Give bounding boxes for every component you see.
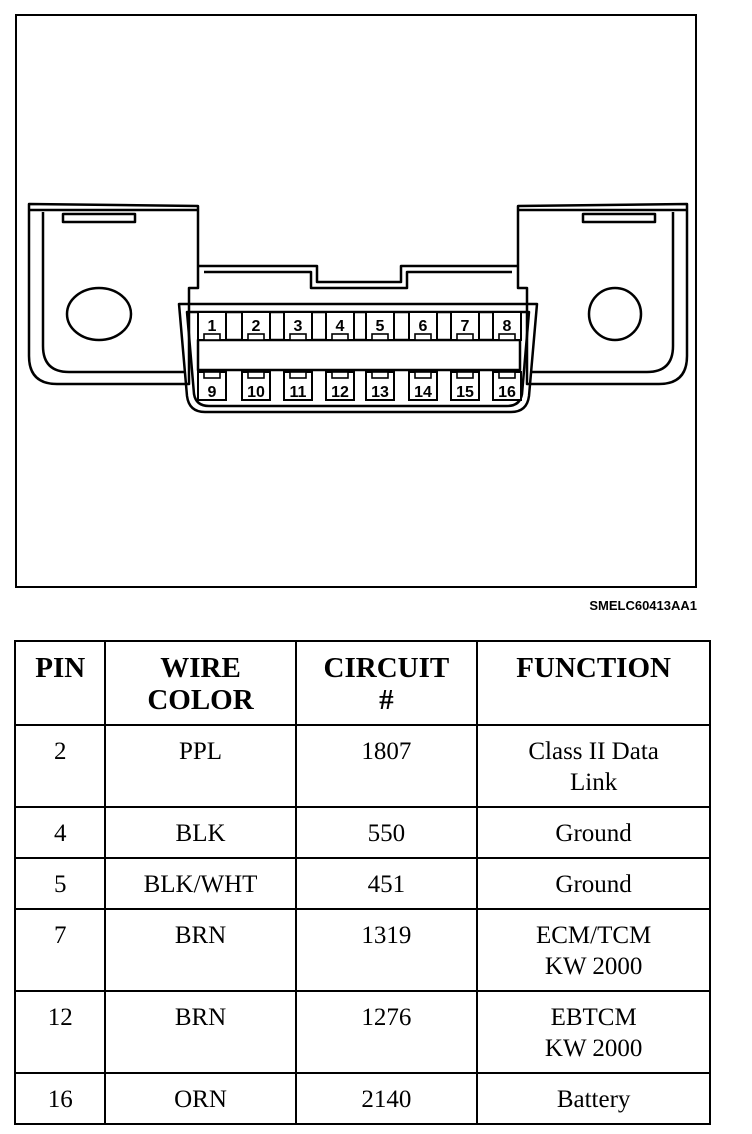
cell-circuit: 1276 [294, 990, 479, 1074]
connector-body-right-outline [516, 202, 689, 386]
pin-terminal-10: 10 [241, 371, 271, 401]
cell-pin: 2 [13, 724, 107, 808]
cell-pin: 4 [13, 806, 107, 859]
cell-wire: BRN [104, 908, 297, 992]
pin-label: 7 [461, 318, 470, 335]
cell-function: Ground [476, 857, 711, 910]
pin-terminal-15: 15 [450, 371, 480, 401]
pin-label: 11 [290, 384, 307, 401]
pin-terminal-13: 13 [365, 371, 395, 401]
cell-pin: 16 [13, 1072, 107, 1125]
pin-terminal-14: 14 [408, 371, 438, 401]
cell-circuit: 550 [294, 806, 479, 859]
pin-label: 16 [498, 384, 516, 401]
right-latch-slot [581, 212, 657, 224]
cell-wire: PPL [104, 724, 297, 808]
right-mount-hole [587, 286, 643, 342]
pin-terminal-7: 7 [450, 311, 480, 341]
cell-circuit: 451 [294, 857, 479, 910]
plug-top-outline [198, 264, 518, 284]
cell-circuit: 2140 [294, 1072, 479, 1125]
cell-circuit: 1319 [294, 908, 479, 992]
pin-terminal-11: 11 [283, 371, 313, 401]
table-row: 5 BLK/WHT 451 Ground [13, 857, 711, 910]
table-row: 16 ORN 2140 Battery [13, 1072, 711, 1125]
pin-label: 15 [456, 384, 474, 401]
pin-terminal-2: 2 [241, 311, 271, 341]
pin-label: 12 [331, 384, 349, 401]
pin-terminal-9: 9 [197, 371, 227, 401]
cell-wire: BLK/WHT [104, 857, 297, 910]
pin-label: 1 [208, 318, 217, 335]
header-pin: PIN [13, 640, 107, 726]
pin-terminal-1: 1 [197, 311, 227, 341]
pin-terminal-16: 16 [492, 371, 522, 401]
cell-pin: 7 [13, 908, 107, 992]
left-latch-slot [61, 212, 137, 224]
pin-label: 3 [294, 318, 303, 335]
pin-label: 4 [336, 318, 345, 335]
cell-pin: 12 [13, 990, 107, 1074]
figure-code: SMELC60413AA1 [589, 598, 697, 613]
connector-body-outline [27, 202, 200, 386]
pin-label: 2 [252, 318, 261, 335]
cell-circuit: 1807 [294, 724, 479, 808]
right-ear-inner [531, 212, 675, 374]
cell-function: Ground [476, 806, 711, 859]
pin-terminal-3: 3 [283, 311, 313, 341]
cell-pin: 5 [13, 857, 107, 910]
pin-terminal-12: 12 [325, 371, 355, 401]
pin-row-bottom: 9 10 11 12 13 14 15 16 [197, 371, 522, 401]
pin-label: 13 [371, 384, 389, 401]
pin-terminal-5: 5 [365, 311, 395, 341]
pin-housing-outline [177, 302, 539, 414]
pin-label: 14 [414, 384, 432, 401]
pin-label: 8 [503, 318, 512, 335]
pin-label: 10 [247, 384, 265, 401]
cell-wire: BLK [104, 806, 297, 859]
header-circuit: CIRCUIT# [294, 640, 479, 726]
pin-label: 9 [208, 384, 217, 401]
left-ear-inner [41, 212, 185, 374]
pin-row-top: 1 2 3 4 5 6 7 8 [197, 311, 522, 341]
table-row: 4 BLK 550 Ground [13, 806, 711, 859]
pin-terminal-8: 8 [492, 311, 522, 341]
pin-label: 5 [376, 318, 385, 335]
header-function: FUNCTION [476, 640, 711, 726]
pin-divider-bar [196, 338, 522, 372]
plug-top-inner [204, 270, 512, 290]
pin-terminal-6: 6 [408, 311, 438, 341]
left-mount-hole [65, 286, 133, 342]
cell-wire: BRN [104, 990, 297, 1074]
cell-function: Battery [476, 1072, 711, 1125]
cell-wire: ORN [104, 1072, 297, 1125]
pin-label: 6 [419, 318, 428, 335]
pin-terminal-4: 4 [325, 311, 355, 341]
